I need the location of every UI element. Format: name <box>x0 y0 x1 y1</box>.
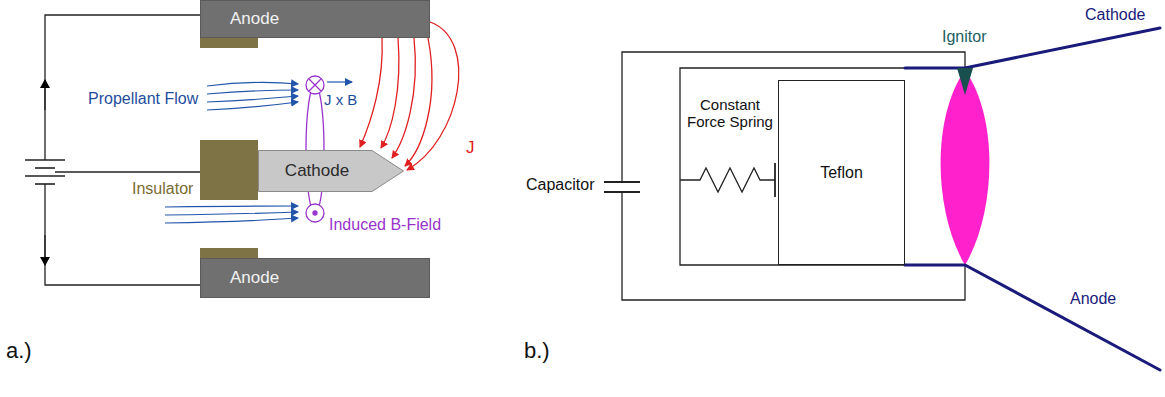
node-shape <box>259 151 404 192</box>
flow-line <box>207 82 298 86</box>
node-text: Teflon <box>820 164 863 182</box>
flow-line <box>165 212 298 215</box>
cathode-block: Cathode <box>258 150 404 192</box>
part-label: Insulator <box>132 180 193 198</box>
dot-mark <box>313 211 317 215</box>
anode-block: Anode <box>200 258 430 298</box>
electrode-label: Cathode <box>1085 6 1146 24</box>
flow-line <box>207 102 298 110</box>
spring-plate <box>774 163 776 197</box>
flow-line <box>207 96 298 102</box>
battery-plate <box>25 175 65 177</box>
current-line <box>360 38 382 147</box>
flow-line <box>165 218 298 223</box>
current-line <box>405 38 432 166</box>
field-label: Induced B-Field <box>329 216 441 234</box>
anode-block: Anode <box>200 0 430 38</box>
capacitor-plate <box>604 181 640 183</box>
battery-wiring <box>25 15 200 285</box>
ppt-wiring <box>604 52 965 300</box>
panel-label: a.) <box>6 338 32 363</box>
force-label: J x B <box>324 91 357 108</box>
part-label: Capacitor <box>526 176 594 194</box>
battery-plate <box>35 167 55 169</box>
current-lines <box>360 22 459 170</box>
plasma-discharge <box>941 70 990 265</box>
insulator-block <box>200 140 258 200</box>
current-line <box>407 22 459 170</box>
panel-label: b.) <box>524 338 550 363</box>
flow-line <box>207 90 298 94</box>
capacitor-plate <box>604 191 640 193</box>
out-of-page-symbol <box>306 204 324 222</box>
current-arrow <box>44 80 45 110</box>
force-arrow <box>327 81 352 82</box>
node-shape <box>779 81 905 265</box>
wire <box>45 15 200 160</box>
node-text: Anode <box>230 268 279 288</box>
cathode-rail <box>905 28 1160 68</box>
electrode-label: Anode <box>1070 290 1116 308</box>
flow-label: Propellant Flow <box>88 90 198 108</box>
b-field-loop <box>306 85 324 213</box>
insulator-strip <box>200 38 258 48</box>
teflon-bar: Teflon <box>778 80 905 265</box>
flow-line <box>165 206 298 207</box>
node-text: Anode <box>230 9 279 29</box>
insulator-blocks <box>200 38 258 258</box>
battery-plate <box>25 159 65 161</box>
part-label: Constant Force Spring <box>686 96 774 131</box>
wire <box>55 171 200 172</box>
node-shape <box>201 1 430 38</box>
electrodes <box>905 28 1160 370</box>
wire <box>45 190 200 285</box>
current-label: J <box>466 138 475 158</box>
part-label: Ignitor <box>942 28 986 46</box>
cross-mark <box>309 79 321 91</box>
insulator-strip <box>200 248 258 258</box>
current-arrow <box>44 235 45 265</box>
into-page-symbol <box>306 76 324 94</box>
ignitor-symbol <box>957 68 973 95</box>
housing-outline <box>680 68 905 265</box>
wire <box>44 184 45 190</box>
anode-rail <box>905 265 1160 370</box>
current-line <box>381 38 399 148</box>
spring-symbol <box>680 168 775 192</box>
node-text: Cathode <box>285 161 349 181</box>
node-shape <box>201 259 430 298</box>
field-symbols <box>306 76 324 222</box>
current-line <box>392 38 415 158</box>
